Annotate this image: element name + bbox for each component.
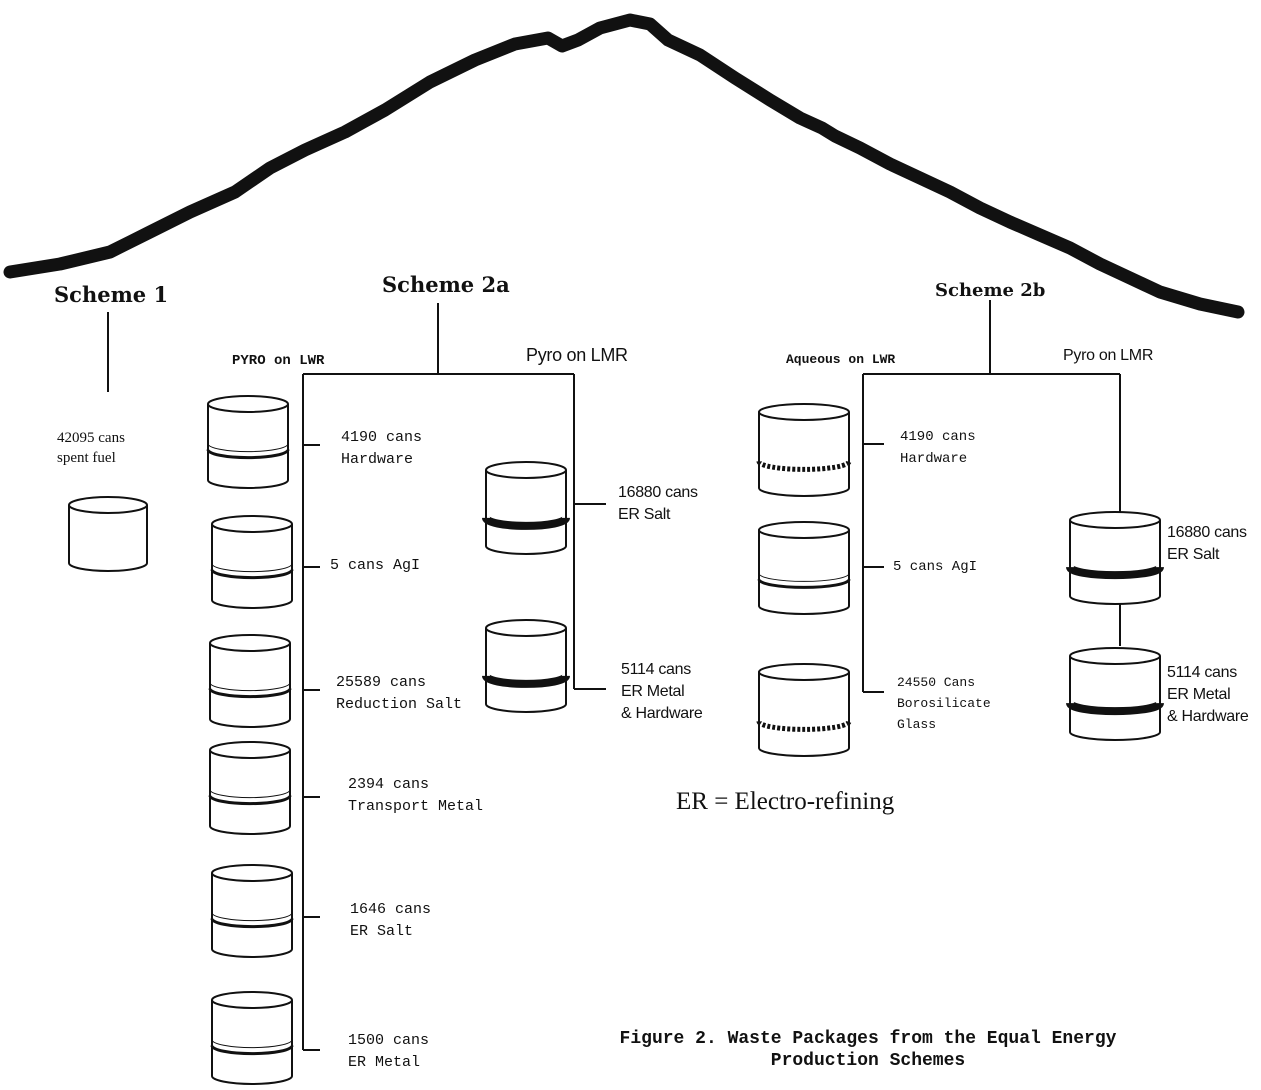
- scheme-2a-left-package-label: 5 cans AgI: [330, 555, 420, 577]
- pyro-lwr-can: [210, 742, 290, 834]
- pyro-lmr-can: [486, 462, 566, 554]
- pyro-lwr-can: [212, 865, 292, 957]
- scheme-2a-left-package-label: 1500 cans ER Metal: [348, 1030, 429, 1074]
- figure-caption: Figure 2. Waste Packages from the Equal …: [548, 1028, 1188, 1072]
- scheme-2a-left-package-label: 25589 cans Reduction Salt: [336, 672, 462, 716]
- pyro-lwr-can: [212, 992, 292, 1084]
- aqueous-lwr-can: [759, 664, 849, 756]
- scheme-2a-left-package-label: 2394 cans Transport Metal: [348, 774, 483, 818]
- pyro-lwr-can: [212, 516, 292, 608]
- scheme-1-package-label: 42095 cans spent fuel: [57, 428, 125, 468]
- aqueous-lwr-can: [759, 522, 849, 614]
- scheme-2b-right-branch-label: Pyro on LMR: [1063, 345, 1153, 367]
- scheme-2b-left-package-label: 24550 Cans Borosilicate Glass: [897, 672, 991, 735]
- legend-er-definition: ER = Electro-refining: [676, 788, 894, 816]
- scheme-2a-right-package-label: 5114 cans ER Metal & Hardware: [621, 659, 702, 725]
- scheme-2b-left-package-label: 5 cans AgI: [893, 556, 977, 578]
- scheme-2a-left-package-label: 1646 cans ER Salt: [350, 899, 431, 943]
- pyro-lwr-can: [208, 396, 288, 488]
- scheme-2a-right-package-label: 16880 cans ER Salt: [618, 482, 698, 526]
- scheme-2b-title: Scheme 2b: [935, 280, 1045, 301]
- spent-fuel-can: [69, 497, 147, 571]
- mountain-outline: [10, 20, 1238, 312]
- scheme-2a-title: Scheme 2a: [382, 272, 510, 297]
- pyro-lmr-can: [1070, 512, 1160, 604]
- scheme-2a-left-branch-label: PYRO on LWR: [232, 351, 324, 371]
- pyro-lwr-can: [210, 635, 290, 727]
- scheme-2b-left-package-label: 4190 cans Hardware: [900, 426, 976, 470]
- scheme-2b-right-package-label: 5114 cans ER Metal & Hardware: [1167, 662, 1248, 728]
- scheme-2a-left-package-label: 4190 cans Hardware: [341, 427, 422, 471]
- scheme-2a-right-branch-label: Pyro on LMR: [526, 344, 628, 366]
- scheme-2b-right-package-label: 16880 cans ER Salt: [1167, 522, 1247, 566]
- aqueous-lwr-can: [759, 404, 849, 496]
- waste-cans: [69, 396, 1160, 1084]
- pyro-lmr-can: [486, 620, 566, 712]
- pyro-lmr-can: [1070, 648, 1160, 740]
- scheme-2b-left-branch-label: Aqueous on LWR: [786, 350, 895, 370]
- scheme-1-title: Scheme 1: [54, 282, 168, 307]
